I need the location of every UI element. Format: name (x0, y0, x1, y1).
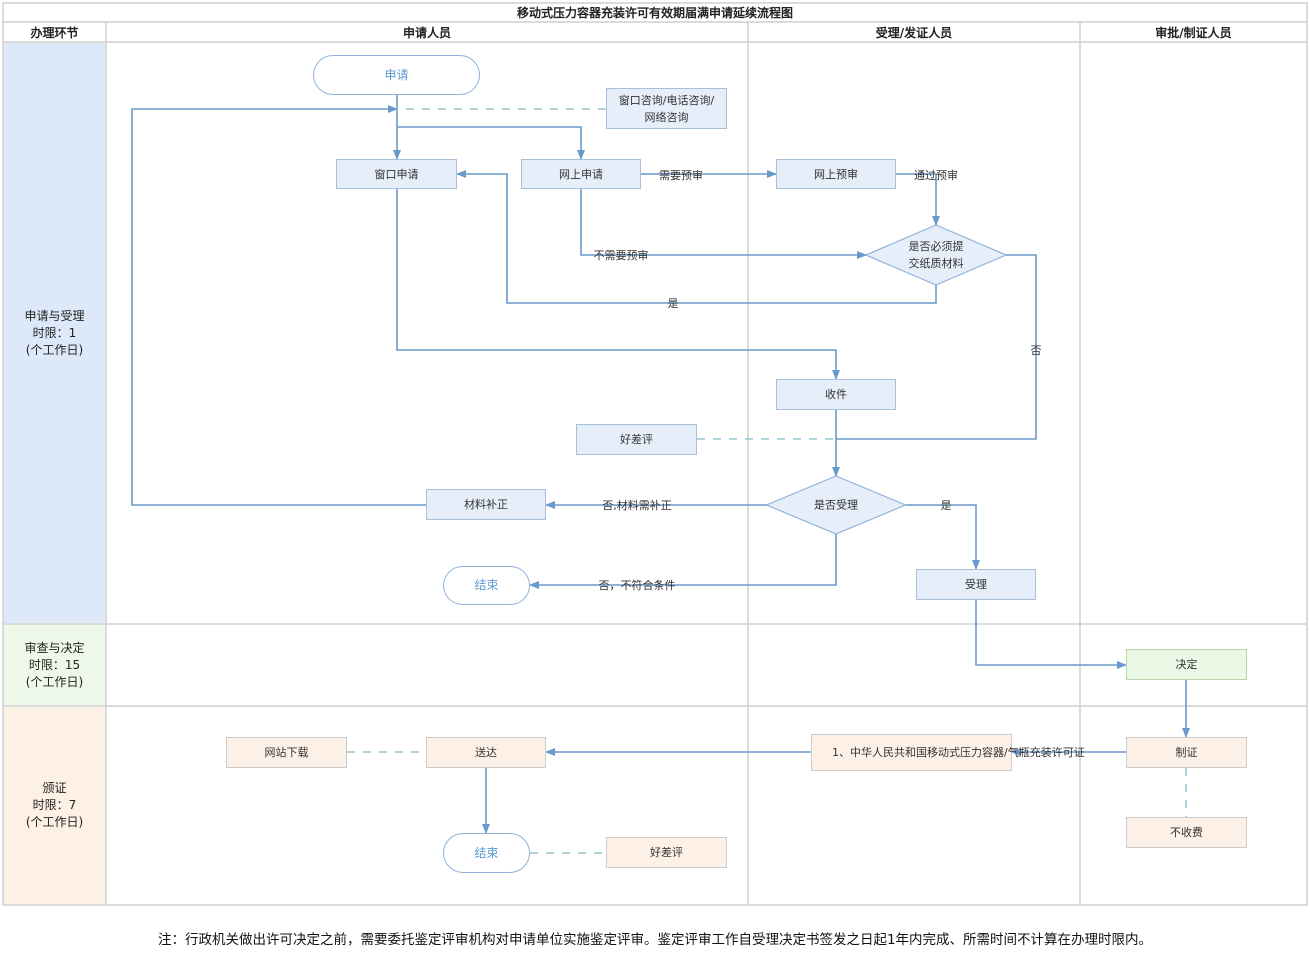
online-prereview-box: 网上预审 (776, 159, 896, 189)
edge-decision-accept (906, 504, 980, 570)
rating-box-1: 好差评 (576, 424, 697, 455)
edge-label-need-supplement: 否,材料需补正 (602, 499, 672, 512)
edge-window-receive (396, 189, 840, 380)
start-apply: 申请 (313, 55, 480, 95)
edge-paper-window (456, 170, 937, 304)
edge-label-paper-yes: 是 (667, 297, 679, 310)
edge-online-paper (580, 189, 867, 259)
edge-accept-decide (975, 600, 1127, 669)
accept-box: 受理 (916, 569, 1036, 600)
edge-label-not-qualified: 否，不符合条件 (598, 579, 676, 592)
edge-label-need-prereview: 需要预审 (659, 169, 703, 182)
accept-decision: 是否受理 (814, 498, 858, 512)
end-terminal-2: 结束 (443, 833, 530, 873)
edge-decision-end (529, 534, 837, 589)
receive-box: 收件 (776, 379, 896, 410)
license-box: 1、中华人民共和国移动式压力容器/气瓶充装许可证 (811, 734, 1085, 771)
supplement-box: 材料补正 (426, 489, 546, 520)
header-stage: 办理环节 (30, 25, 79, 40)
header-applicant: 申请人员 (402, 25, 451, 40)
paper-required-decision: 是否必须提 交纸质材料 (908, 240, 964, 270)
phase-issue: 颁证 时限：7 (个工作日) (4, 707, 105, 904)
phase-review-decide: 审查与决定 时限：15 (个工作日) (4, 625, 105, 705)
consult-box: 窗口咨询/电话咨询/ 网络咨询 (606, 88, 727, 129)
edge-label-accept-yes: 是 (940, 499, 952, 512)
rating-box-2: 好差评 (606, 837, 727, 868)
no-fee-box: 不收费 (1126, 817, 1247, 848)
edge-label-no-prereview: 不需要预审 (593, 249, 649, 262)
footnote: 注：行政机关做出许可决定之前，需要委托鉴定评审机构对申请单位实施鉴定评审。鉴定评… (157, 932, 1153, 948)
online-apply-box: 网上申请 (521, 159, 641, 189)
edge-apply-online (397, 126, 585, 160)
edge-prereview-paper (896, 173, 940, 226)
header-approver: 审批/制证人员 (1155, 25, 1232, 40)
outer-border (2, 2, 1308, 906)
edge-paper-no (836, 254, 1037, 440)
edge-label-paper-no: 否 (1030, 344, 1042, 357)
phase-apply-accept: 申请与受理 时限：1 (个工作日) (4, 43, 105, 623)
window-apply-box: 窗口申请 (336, 159, 457, 189)
header-acceptor: 受理/发证人员 (875, 25, 953, 40)
end-terminal-1: 结束 (443, 566, 530, 605)
deliver-box: 送达 (426, 737, 546, 768)
download-box: 网站下载 (226, 737, 347, 768)
decide-box: 决定 (1126, 649, 1247, 680)
make-cert-box: 制证 (1126, 737, 1247, 768)
diagram-title: 移动式压力容器充装许可有效期届满申请延续流程图 (516, 6, 793, 20)
edge-label-pass-prereview: 通过预审 (914, 169, 958, 182)
edge-supplement-loop (131, 105, 426, 506)
